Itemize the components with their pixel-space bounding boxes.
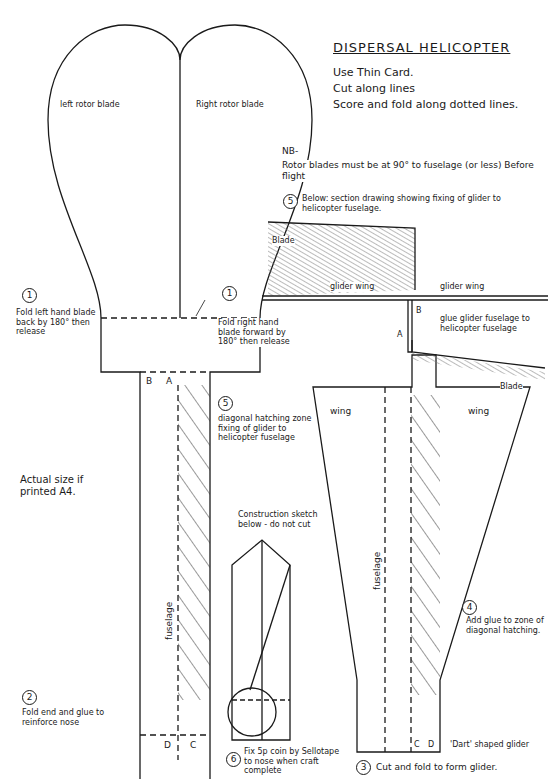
callout-number: 1	[22, 288, 37, 303]
point-letter: D	[428, 740, 434, 750]
callout-number: 2	[22, 690, 37, 705]
note: Actual size if printed A4.	[20, 474, 116, 498]
note: Construction sketch below - do not cut	[238, 510, 322, 529]
instruction: Fold right hand blade forward by 180° th…	[218, 318, 300, 347]
part-name: glider wing	[440, 282, 484, 292]
title: DISPERSAL HELICOPTER	[333, 40, 510, 55]
part-name: wing	[330, 406, 351, 417]
instruction: Add glue to zone of diagonal hatching.	[466, 616, 548, 635]
callout-number: 5	[218, 396, 233, 411]
part-name: fuselage	[164, 602, 175, 640]
point-letter: B	[146, 376, 152, 387]
part-name: glider wing	[330, 282, 374, 292]
part-name: wing	[468, 406, 489, 417]
point-letter: C	[414, 740, 420, 750]
part-name: Blade	[272, 236, 295, 246]
instruction: Score and fold along dotted lines.	[333, 98, 553, 111]
instruction: Fix 5p coin by Sellotape to nose when cr…	[244, 747, 340, 776]
callout-number: 5	[283, 194, 298, 209]
part-name: fuselage	[372, 552, 383, 590]
part-name: Right rotor blade	[196, 100, 264, 110]
note: Below: section drawing showing fixing of…	[302, 194, 538, 213]
point-letter: A	[166, 376, 172, 387]
point-letter: C	[190, 740, 196, 751]
instruction: Use Thin Card.	[333, 66, 543, 79]
instruction: Fold left hand blade back by 180° then r…	[16, 308, 96, 337]
note: diagonal hatching zone fixing of glider …	[218, 414, 314, 443]
point-letter: A	[397, 330, 402, 340]
part-name: left rotor blade	[60, 100, 120, 110]
callout-number: 3	[356, 760, 371, 775]
instruction: Cut along lines	[333, 82, 543, 95]
point-letter: B	[416, 306, 422, 316]
point-letter: D	[164, 740, 171, 751]
note: glue glider fuselage to helicopter fusel…	[440, 314, 540, 333]
callout-number: 1	[222, 286, 237, 301]
callout-number: 4	[462, 600, 477, 615]
part-name: Blade	[500, 382, 523, 392]
note: Rotor blades must be at 90° to fuselage …	[282, 160, 542, 182]
callout-number: 6	[226, 752, 241, 767]
part-name: 'Dart' shaped glider	[450, 740, 554, 750]
instruction: Cut and fold to form glider.	[376, 762, 546, 773]
note: NB-	[282, 146, 298, 157]
instruction: Fold end and glue to reinforce nose	[22, 708, 118, 727]
